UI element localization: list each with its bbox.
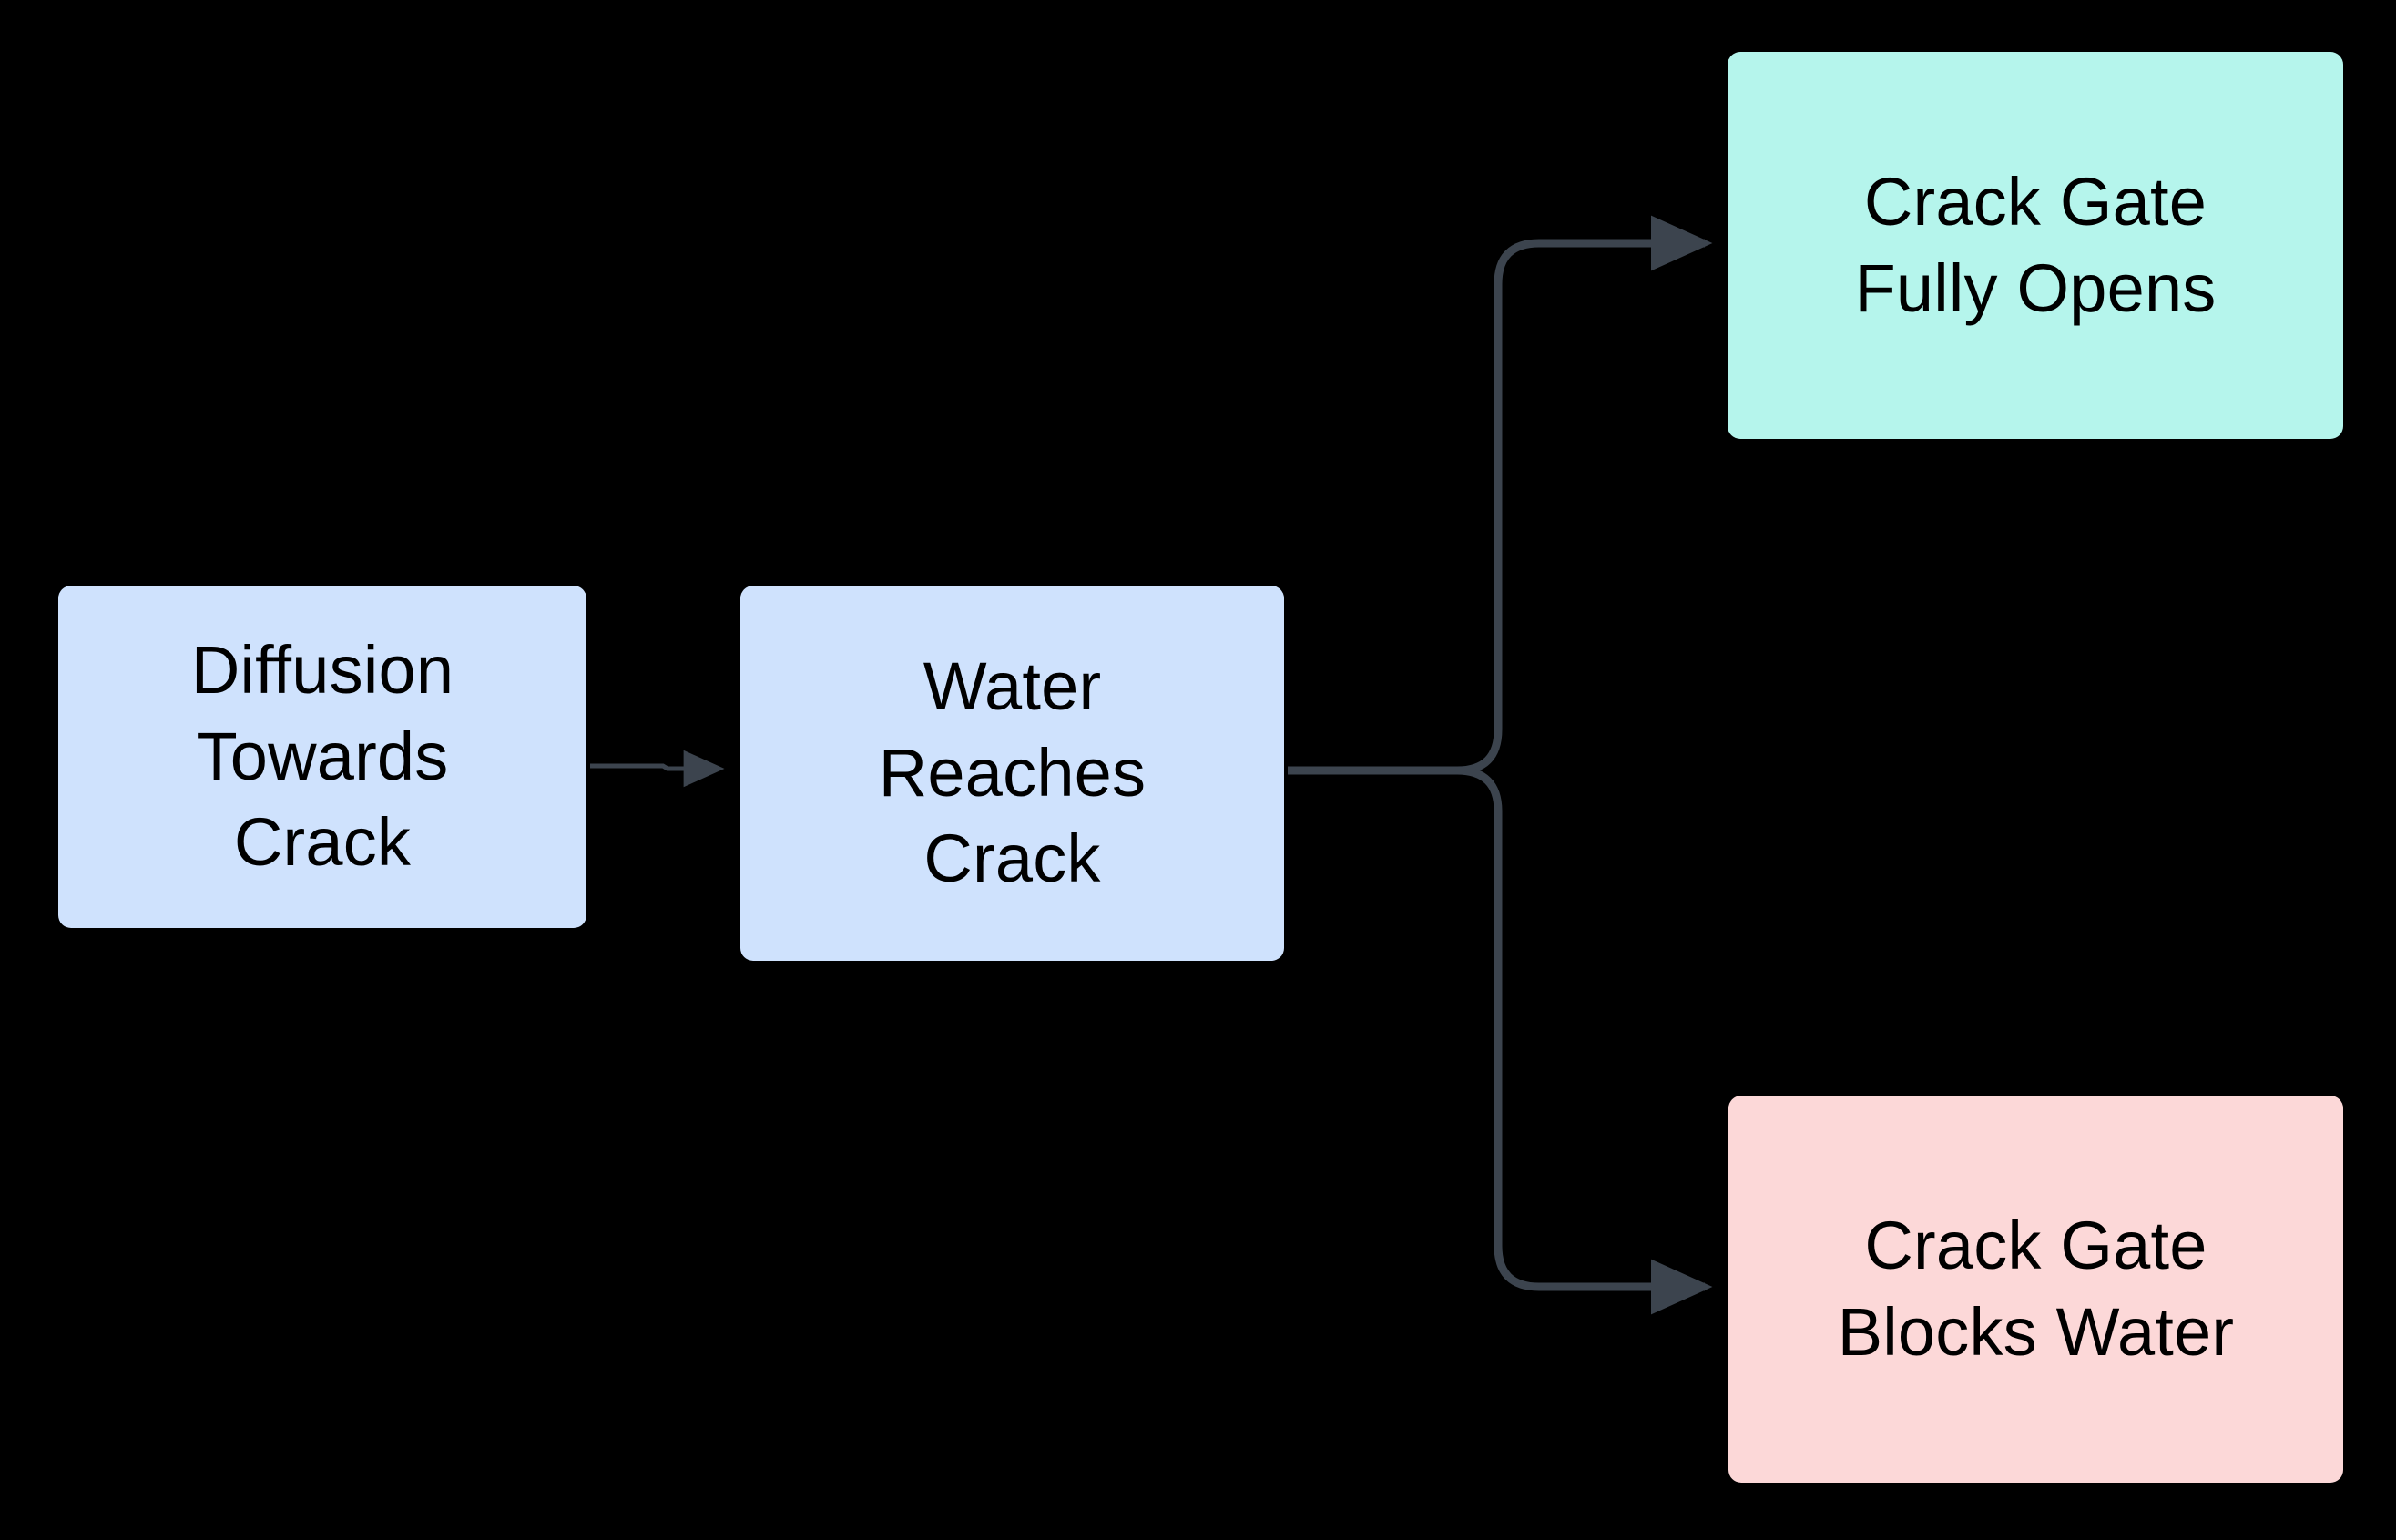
edge-diffusion-water	[590, 750, 725, 788]
node-opens-label: Crack Gate Fully Opens	[1854, 163, 2217, 326]
edge-water-blocks	[1288, 766, 1713, 1315]
node-water-label: Water Reaches Crack	[878, 648, 1147, 897]
edge-water-opens	[1288, 215, 1713, 775]
node-crack-gate-blocks-water[interactable]: Crack Gate Blocks Water	[1728, 1096, 2343, 1483]
node-diffusion-label: Diffusion Towards Crack	[190, 631, 454, 881]
node-crack-gate-fully-opens[interactable]: Crack Gate Fully Opens	[1728, 52, 2343, 439]
node-diffusion-towards-crack[interactable]: Diffusion Towards Crack	[58, 586, 586, 928]
node-blocks-label: Crack Gate Blocks Water	[1837, 1207, 2235, 1370]
node-water-reaches-crack[interactable]: Water Reaches Crack	[740, 586, 1284, 961]
